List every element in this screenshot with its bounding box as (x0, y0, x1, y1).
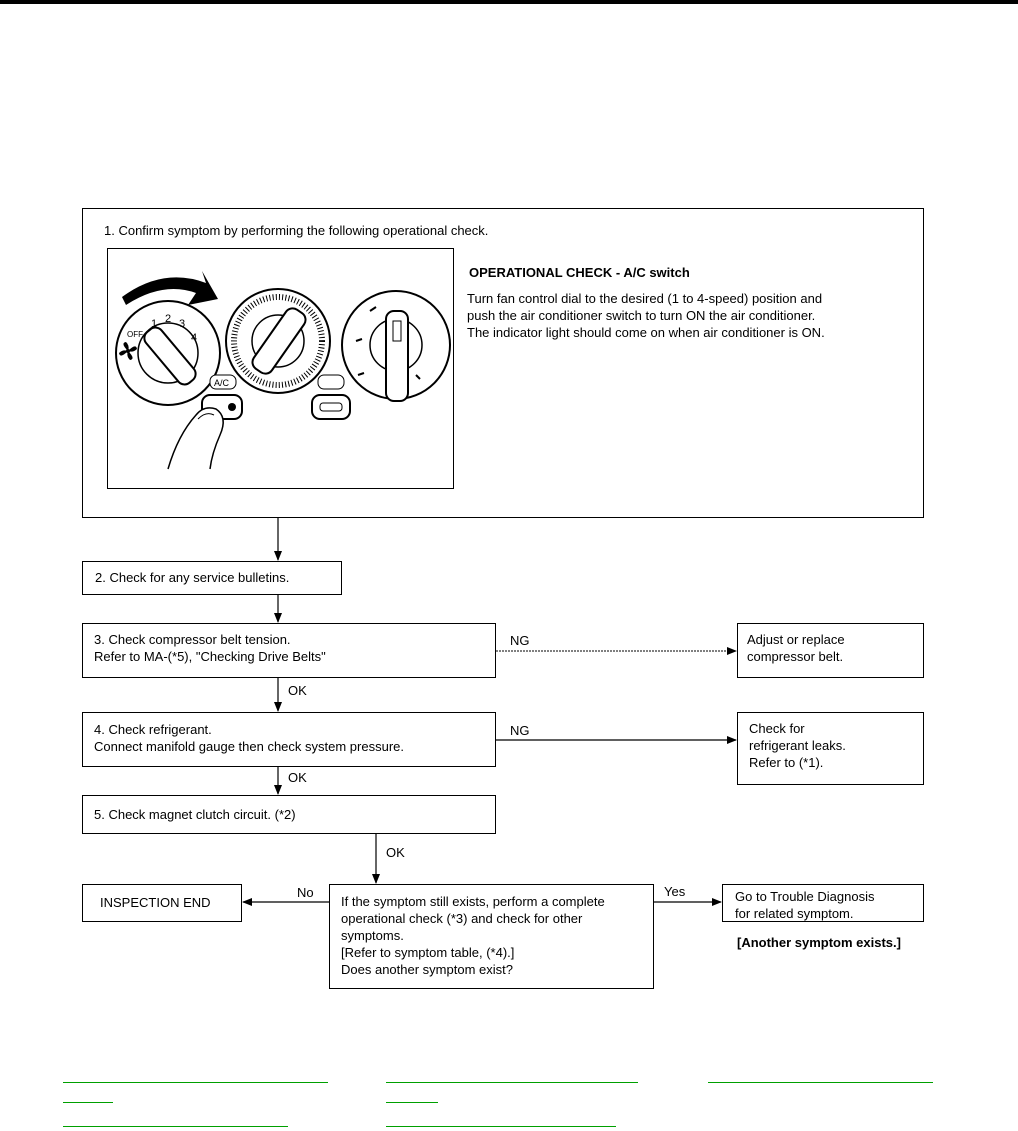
ac-indicator-light (228, 403, 236, 411)
temperature-dial (225, 288, 331, 394)
inspection-end-text: INSPECTION END (100, 895, 211, 910)
dial-label-4: 4 (191, 332, 197, 344)
footer-link-1[interactable] (63, 1068, 328, 1083)
step3-ng-result-text: Adjust or replace compressor belt. (747, 632, 845, 664)
step3-ng-result-box (737, 623, 924, 678)
decision-text: If the symptom still exists, perform a c… (341, 894, 605, 977)
step5-ok-label: OK (386, 845, 405, 860)
step3-box (82, 623, 496, 678)
rotate-arrow-icon (122, 271, 218, 305)
fan-control-dial: OFF 1 2 3 4 (115, 300, 221, 406)
step2-box (82, 561, 342, 595)
step5-box (82, 795, 496, 834)
ac-button-label: A/C (214, 378, 230, 388)
dial-label-3: 3 (179, 318, 185, 330)
footer-link-2[interactable] (386, 1068, 638, 1083)
step3-text: 3. Check compressor belt tension. Refer … (94, 632, 326, 664)
step1-text: 1. Confirm symptom by performing the fol… (104, 223, 489, 238)
footer-link-2-cont[interactable] (386, 1088, 438, 1103)
step4-ok-label: OK (288, 770, 307, 785)
step4-ng-label: NG (510, 723, 530, 738)
recirculation-button (311, 374, 351, 420)
step2-text: 2. Check for any service bulletins. (95, 570, 290, 585)
step3-ok-label: OK (288, 683, 307, 698)
step4-box (82, 712, 496, 767)
fan-icon (119, 342, 137, 360)
step4-ng-result-box (737, 712, 924, 785)
step4-ng-result-text: Check for refrigerant leaks. Refer to (*… (749, 721, 846, 770)
finger-drawing (167, 407, 224, 470)
decision-box (329, 884, 654, 989)
inspection-end-box (82, 884, 242, 922)
footer-link-3[interactable] (708, 1068, 933, 1083)
operational-check-title: OPERATIONAL CHECK - A/C switch (469, 265, 690, 280)
dial-label-off: OFF (127, 330, 143, 339)
trouble-diagnosis-text: Go to Trouble Diagnosis for related symp… (735, 889, 875, 921)
step3-ng-label: NG (510, 633, 530, 648)
step5-text: 5. Check magnet clutch circuit. (*2) (94, 807, 296, 822)
decision-yes-label: Yes (664, 884, 686, 899)
footer-link-5[interactable] (63, 1112, 288, 1127)
page-top-rule (0, 0, 1018, 4)
step4-text: 4. Check refrigerant. Connect manifold g… (94, 722, 405, 754)
footer-link-6[interactable] (386, 1112, 616, 1127)
footer-link-1-cont[interactable] (63, 1088, 113, 1103)
operational-check-body: Turn fan control dial to the desired (1 … (467, 291, 825, 340)
air-mode-dial (341, 290, 451, 402)
another-symptom-caption: [Another symptom exists.] (737, 935, 901, 950)
trouble-diagnosis-box (722, 884, 924, 922)
dial-label-2: 2 (165, 313, 171, 325)
ac-control-panel-illustration: OFF 1 2 3 4 A/C (107, 248, 454, 489)
dial-label-1: 1 (151, 318, 157, 330)
decision-no-label: No (297, 885, 314, 900)
ac-panel-drawing: OFF 1 2 3 4 A/C (115, 271, 451, 470)
